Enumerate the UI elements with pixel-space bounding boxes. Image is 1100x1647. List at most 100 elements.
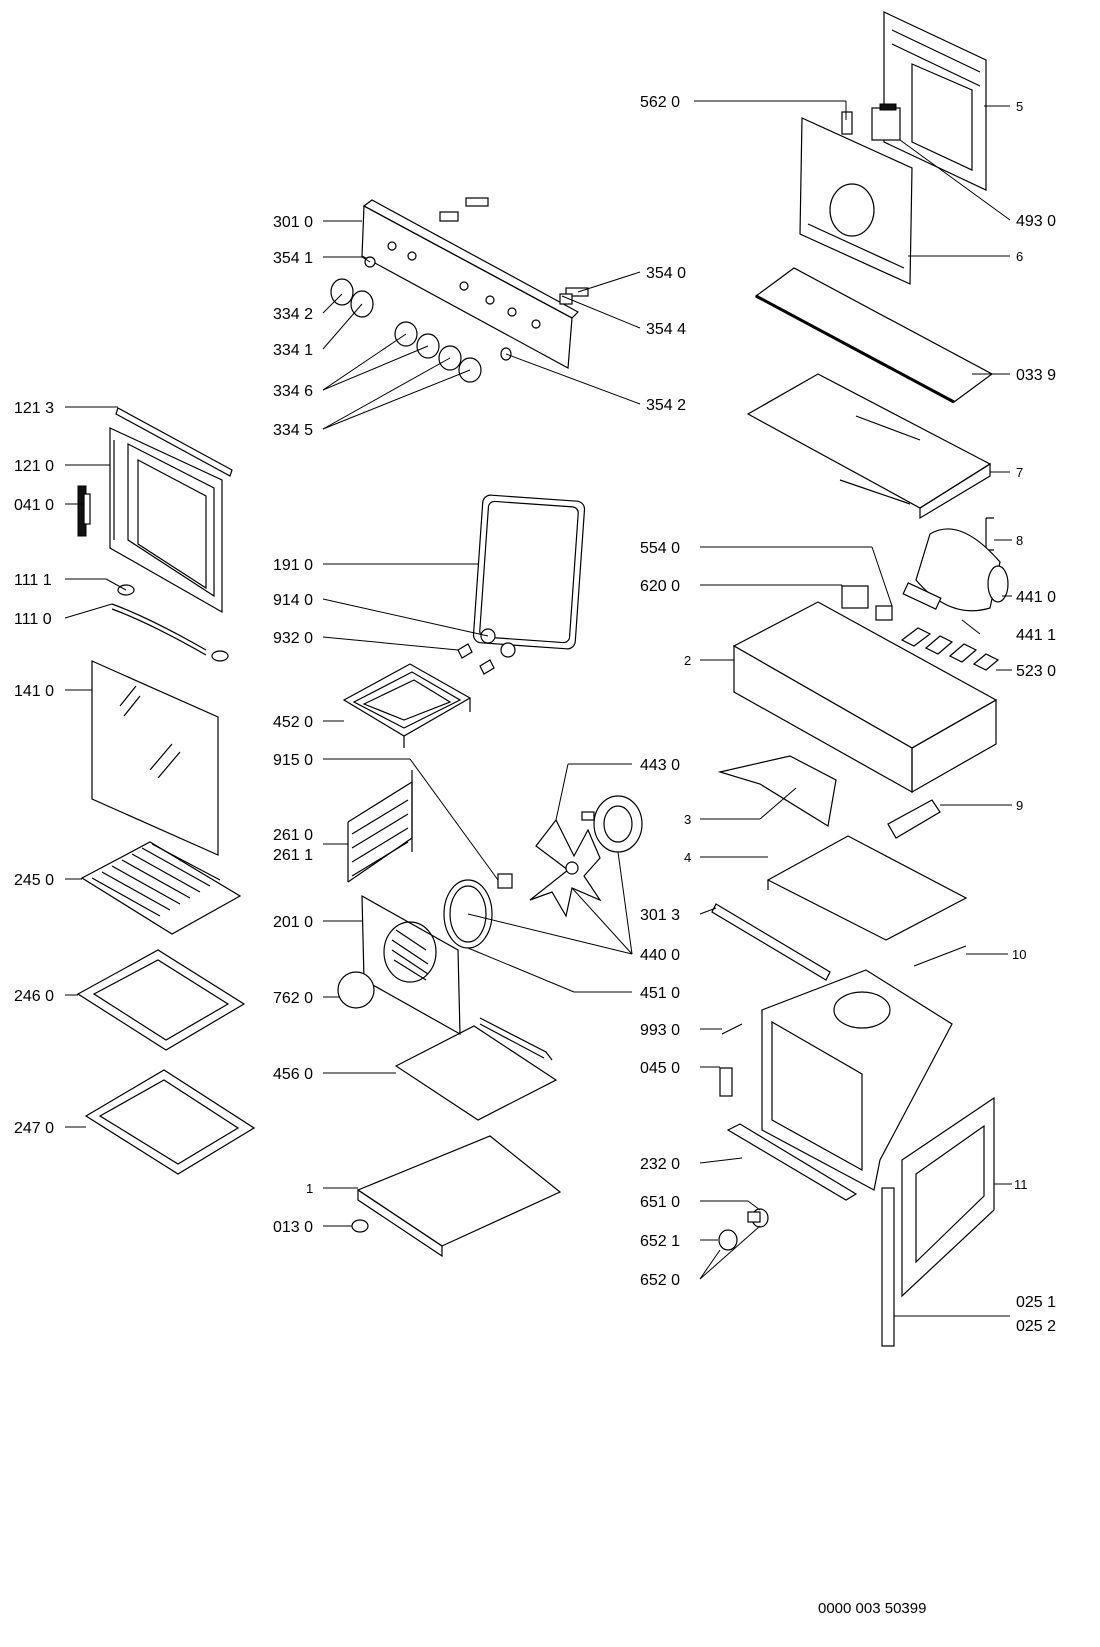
transformer-part [871, 103, 901, 141]
part-label: 554 0 [640, 540, 680, 557]
part-label: 441 1 [1016, 627, 1056, 644]
part-label: 523 0 [1016, 663, 1056, 680]
part-label: 6 [1016, 249, 1023, 264]
part-label: 452 0 [273, 714, 313, 731]
back-panel-part [883, 11, 987, 191]
roasting-tray-part [84, 1069, 256, 1175]
bracket-part [841, 111, 853, 135]
lamp-knob-part [718, 1229, 738, 1251]
cooling-fan-part [915, 528, 1009, 612]
part-label: 5 [1016, 99, 1023, 114]
part-label: 261 0 [273, 827, 313, 844]
part-label: 246 0 [14, 988, 54, 1005]
small-bracket-part [887, 799, 941, 839]
part-label: 121 3 [14, 400, 54, 417]
lower-panel-part [766, 835, 968, 941]
top-cover-part [746, 373, 992, 520]
part-label: 11 [1014, 1177, 1028, 1192]
part-label: 334 6 [273, 383, 313, 400]
part-label: 261 1 [273, 847, 313, 864]
part-label: 9 [1016, 798, 1023, 813]
part-label: 025 1 [1016, 1294, 1056, 1311]
part-label: 932 0 [273, 630, 313, 647]
part-label: 443 0 [640, 757, 680, 774]
door-seal-part [472, 494, 586, 650]
part-label: 993 0 [640, 1022, 680, 1039]
part-label: 245 0 [14, 872, 54, 889]
part-label: 762 0 [273, 990, 313, 1007]
trim-strip-part [711, 903, 831, 981]
part-label: 620 0 [640, 578, 680, 595]
part-label: 562 0 [640, 94, 680, 111]
rear-mount-panel-part [799, 117, 913, 285]
part-label: 354 4 [646, 321, 686, 338]
part-label: 201 0 [273, 914, 313, 931]
part-label: 456 0 [273, 1066, 313, 1083]
part-label: 652 1 [640, 1233, 680, 1250]
lamp-cover-part [337, 971, 375, 1009]
part-label: 8 [1016, 533, 1023, 548]
part-label: 493 0 [1016, 213, 1056, 230]
part-label: 354 0 [646, 265, 686, 282]
part-label: 334 2 [273, 306, 313, 323]
duct-part [985, 517, 994, 551]
part-label: 354 1 [273, 250, 313, 267]
diagram-reference-number: 0000 003 50399 [818, 1600, 927, 1617]
lamp-holder-part [747, 1208, 769, 1228]
part-label: 334 5 [273, 422, 313, 439]
foot-part [351, 1219, 369, 1233]
front-trim-part [726, 1123, 858, 1201]
part-label: 652 0 [640, 1272, 680, 1289]
knob-spindles-part [439, 197, 589, 305]
side-door-panel-part [901, 1096, 995, 1298]
part-label: 440 0 [640, 947, 680, 964]
part-label: 041 0 [14, 497, 54, 514]
leader-lines [64, 100, 1012, 1317]
door-frame-part [109, 427, 223, 614]
insulation-sheet-part [754, 267, 994, 404]
part-label: 121 0 [14, 458, 54, 475]
grill-element-part [342, 663, 472, 748]
part-label: 141 0 [14, 683, 54, 700]
door-glass-part [91, 660, 219, 856]
part-label: 1 [306, 1181, 313, 1196]
part-label: 232 0 [640, 1156, 680, 1173]
baking-tray-part [76, 949, 246, 1051]
control-panel-part [361, 199, 579, 369]
catch-part [719, 1067, 733, 1097]
part-label: 045 0 [640, 1060, 680, 1077]
part-label: 013 0 [273, 1219, 313, 1236]
switch-bank-part [900, 582, 1000, 671]
part-label: 354 2 [646, 397, 686, 414]
part-label: 025 2 [1016, 1318, 1056, 1335]
door-top-strip-part [115, 407, 233, 477]
part-label: 451 0 [640, 985, 680, 1002]
part-labels: 562 0 301 0 354 1 334 2 334 1 334 6 334 … [14, 94, 1056, 1335]
part-label: 915 0 [273, 752, 313, 769]
part-label: 247 0 [14, 1120, 54, 1137]
shelf-supports-part [347, 770, 413, 883]
part-label: 334 1 [273, 342, 313, 359]
hinge-strip-part [881, 1187, 895, 1347]
part-label: 191 0 [273, 557, 313, 574]
terminal-block-part [841, 585, 893, 621]
rod-part [913, 945, 967, 967]
bottom-element-part [394, 1017, 558, 1121]
part-label: 033 9 [1016, 367, 1056, 384]
part-label: 2 [684, 653, 691, 668]
part-label: 111 0 [14, 611, 52, 628]
part-label: 7 [1016, 465, 1023, 480]
part-label: 651 0 [640, 1194, 680, 1211]
fan-motor-part [581, 795, 643, 853]
part-label: 4 [684, 850, 691, 865]
part-label: 3 [684, 812, 691, 827]
part-label: 301 0 [273, 214, 313, 231]
part-label: 914 0 [273, 592, 313, 609]
part-label: 441 0 [1016, 589, 1056, 606]
oven-floor-part [356, 1135, 562, 1258]
door-handle-part [111, 584, 229, 662]
door-hinge-part [77, 485, 91, 537]
wire-shelf-part [80, 841, 242, 935]
screw-part [721, 1023, 743, 1035]
